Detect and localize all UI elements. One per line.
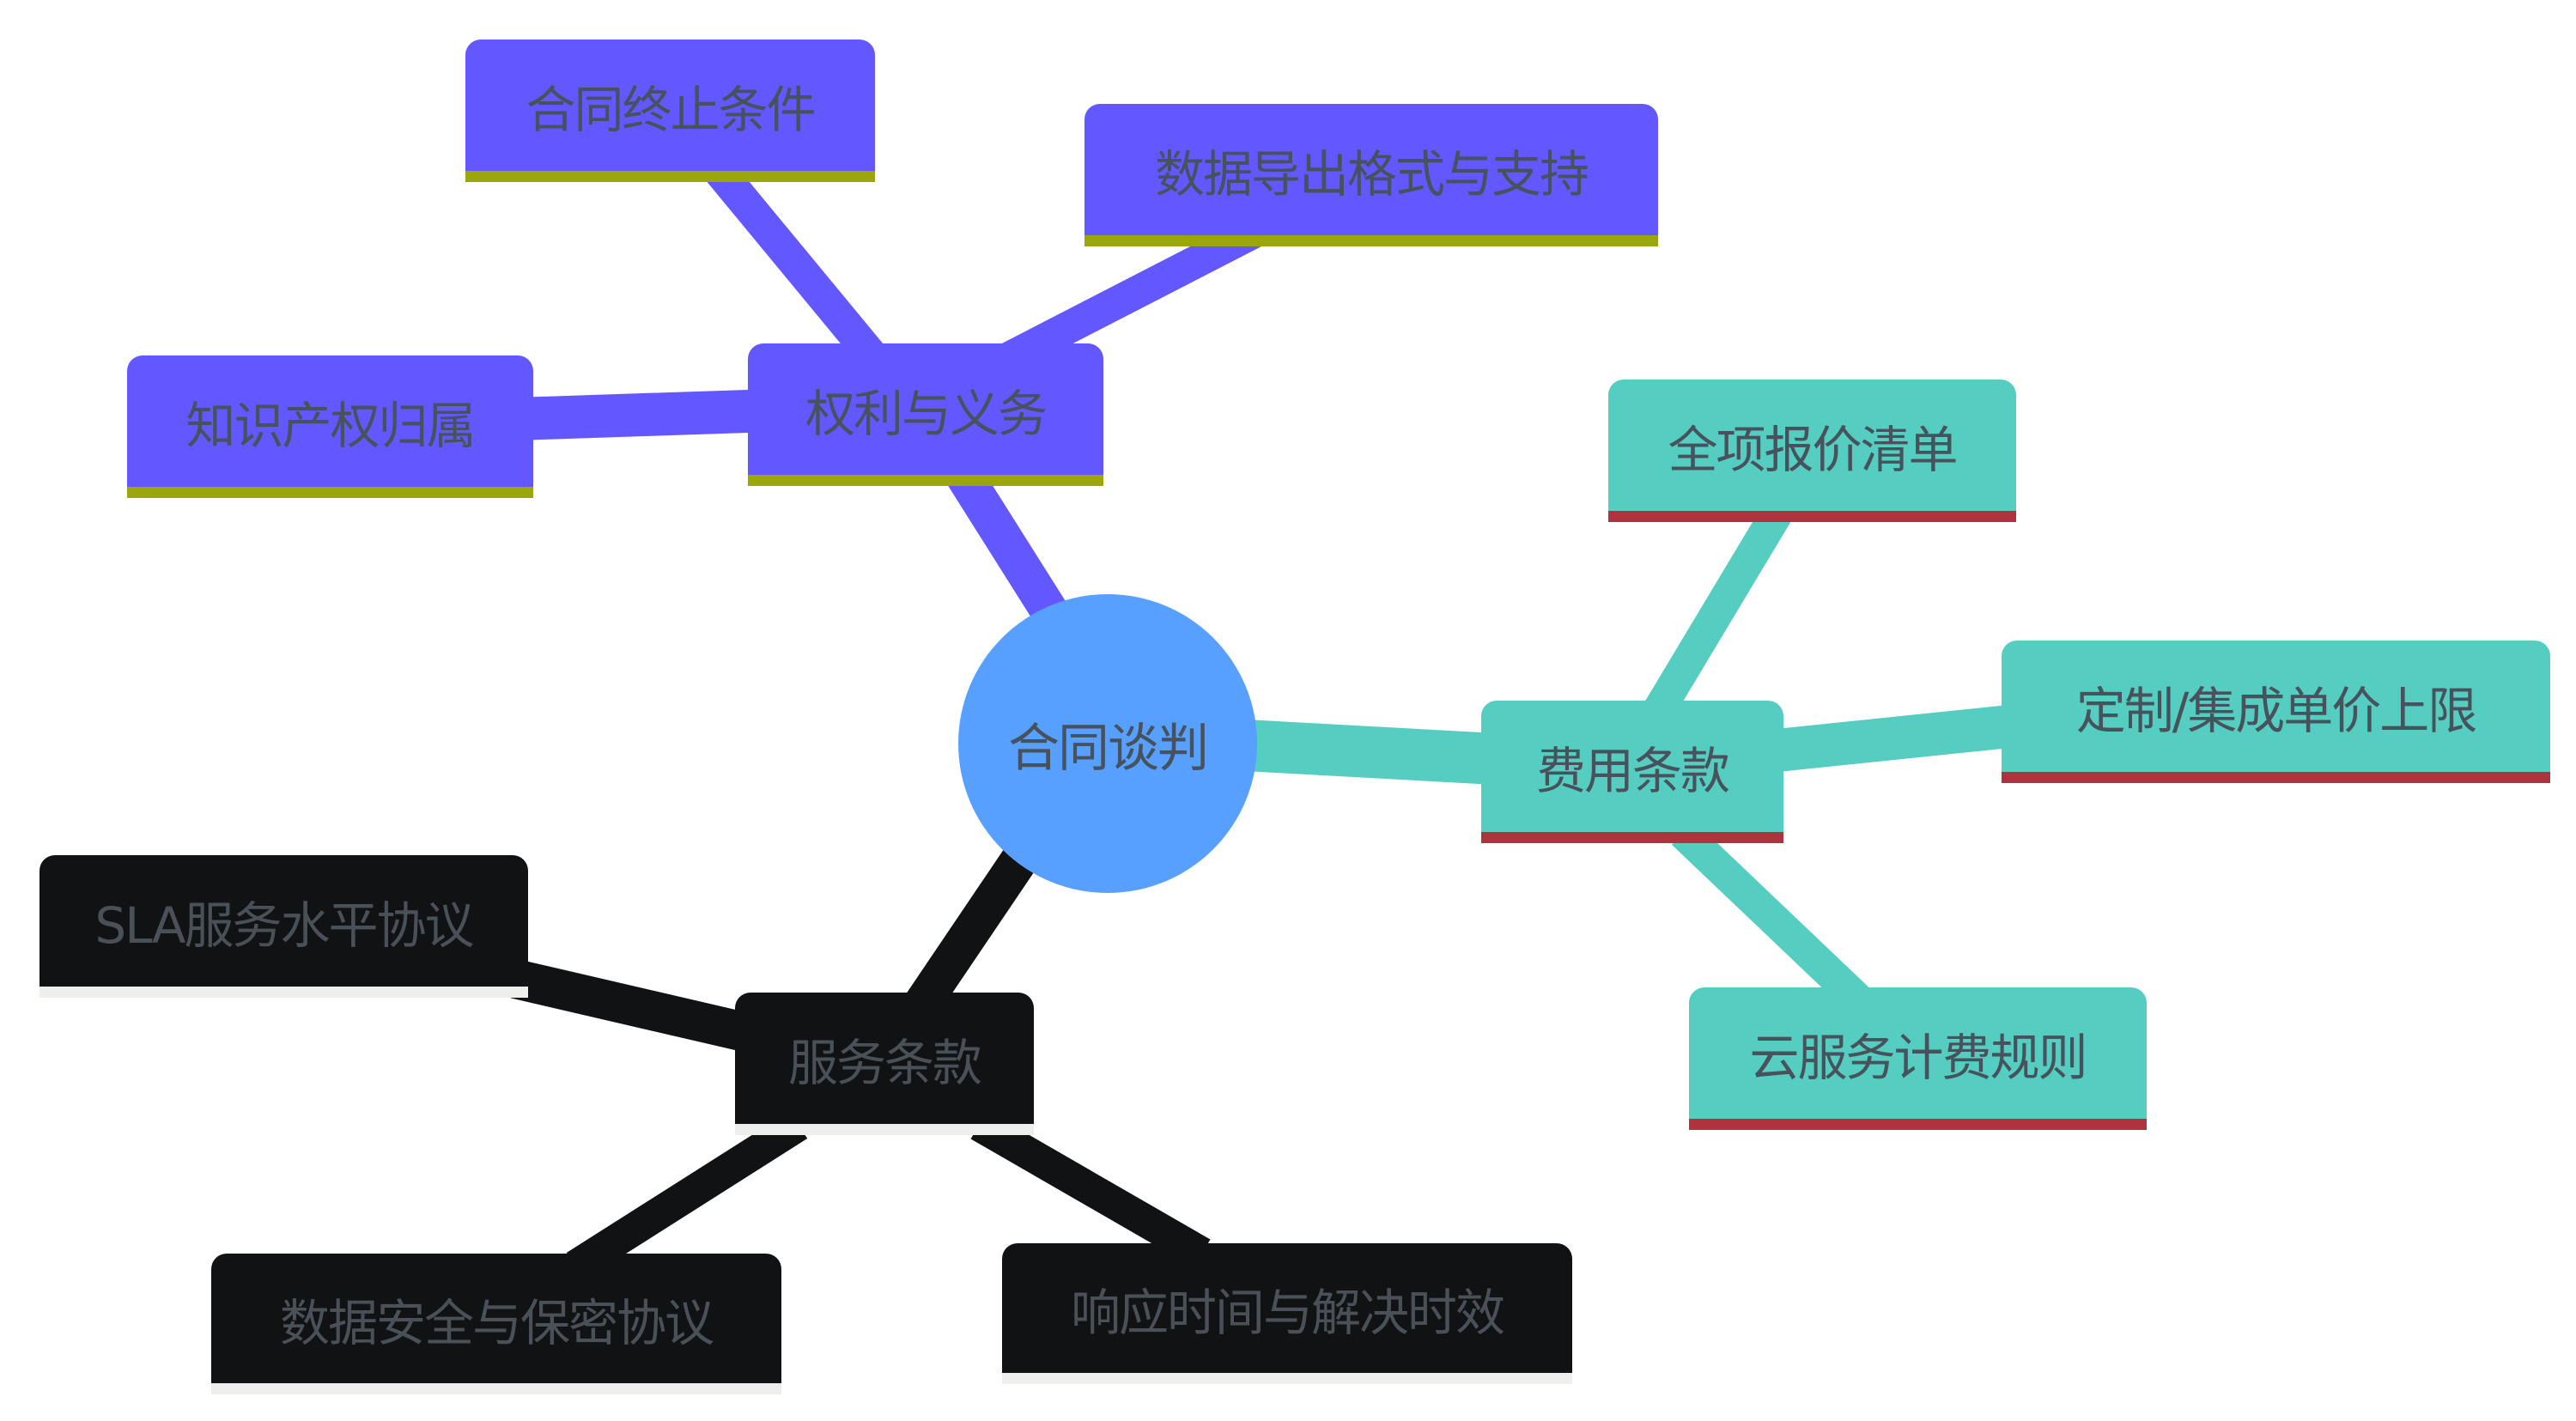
node-underline bbox=[1608, 511, 2016, 522]
edge-fees-custom bbox=[1766, 704, 2020, 773]
node-label: 定制/集成单价上限 bbox=[2075, 681, 2478, 740]
edge-service-sla bbox=[510, 959, 761, 1054]
node-underline bbox=[127, 487, 533, 498]
node-underline bbox=[2002, 772, 2550, 783]
node-underline bbox=[465, 171, 875, 182]
edge-service-response bbox=[970, 1110, 1211, 1268]
node-underline bbox=[211, 1383, 781, 1394]
node-label: 全项报价清单 bbox=[1668, 420, 1958, 479]
leaf-cloud-billing[interactable]: 云服务计费规则 bbox=[1689, 987, 2147, 1130]
node-underline bbox=[1481, 832, 1783, 843]
leaf-sla[interactable]: SLA服务水平协议 bbox=[39, 855, 528, 998]
node-underline bbox=[1689, 1119, 2147, 1130]
edge-rights-ip bbox=[514, 389, 774, 440]
node-underline bbox=[735, 1124, 1034, 1135]
leaf-data-export[interactable]: 数据导出格式与支持 bbox=[1084, 104, 1658, 246]
node-label: 数据导出格式与支持 bbox=[1154, 144, 1589, 203]
edge-root-service bbox=[902, 839, 1042, 1020]
node-underline bbox=[748, 475, 1103, 486]
branch-fee-terms[interactable]: 费用条款 bbox=[1481, 701, 1783, 843]
node-label: SLA服务水平协议 bbox=[94, 896, 474, 955]
edge-fees-cloud bbox=[1671, 821, 1875, 1017]
leaf-termination-conditions[interactable]: 合同终止条件 bbox=[465, 39, 875, 182]
leaf-custom-price-cap[interactable]: 定制/集成单价上限 bbox=[2002, 641, 2550, 783]
node-underline bbox=[1002, 1373, 1572, 1384]
edge-service-security bbox=[566, 1110, 808, 1281]
node-label: 服务条款 bbox=[787, 1033, 982, 1092]
node-label: 响应时间与解决时效 bbox=[1070, 1283, 1505, 1342]
branch-service-terms[interactable]: 服务条款 bbox=[735, 993, 1034, 1135]
node-label: 权利与义务 bbox=[805, 384, 1048, 443]
node-label: 费用条款 bbox=[1535, 741, 1730, 800]
node-label: 知识产权归属 bbox=[185, 396, 476, 455]
node-underline bbox=[39, 987, 528, 998]
leaf-ip-ownership[interactable]: 知识产权归属 bbox=[127, 355, 533, 498]
node-label: 合同终止条件 bbox=[526, 80, 816, 139]
branch-rights-obligations[interactable]: 权利与义务 bbox=[748, 343, 1103, 486]
root-label: 合同谈判 bbox=[1008, 718, 1209, 779]
edge-rights-termination bbox=[700, 152, 889, 372]
node-label: 数据安全与保密协议 bbox=[279, 1293, 714, 1352]
leaf-data-security[interactable]: 数据安全与保密协议 bbox=[211, 1254, 781, 1394]
edge-root-fees bbox=[1243, 720, 1513, 786]
leaf-full-quote[interactable]: 全项报价清单 bbox=[1608, 380, 2016, 522]
node-underline bbox=[1084, 235, 1658, 246]
root-node[interactable]: 合同谈判 bbox=[958, 594, 1257, 893]
leaf-response-time[interactable]: 响应时间与解决时效 bbox=[1002, 1243, 1572, 1384]
node-label: 云服务计费规则 bbox=[1749, 1028, 2087, 1087]
edge-fees-quote bbox=[1643, 489, 1801, 721]
